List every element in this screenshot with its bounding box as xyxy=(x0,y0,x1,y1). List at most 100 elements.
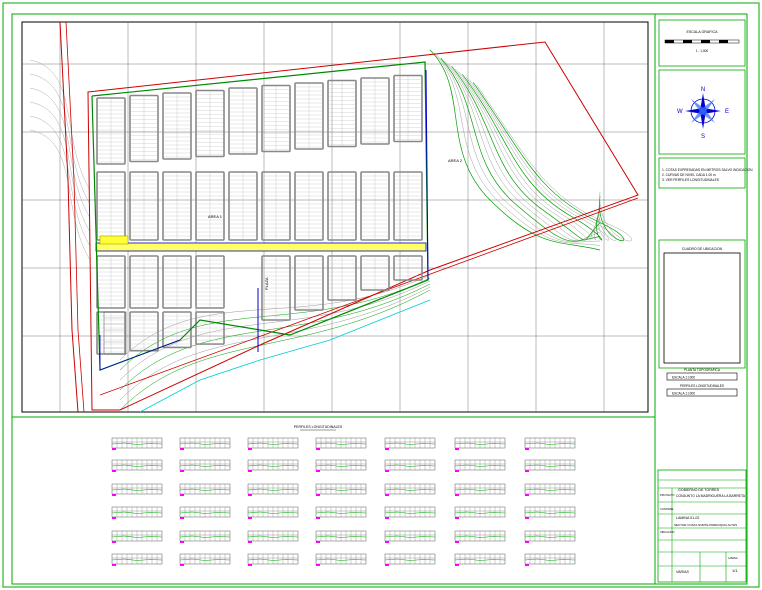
profile-ground-line xyxy=(179,464,231,467)
west-label: W xyxy=(677,109,683,115)
lot-block xyxy=(228,87,258,155)
site-plan-frame xyxy=(21,21,649,413)
profile-ground-line xyxy=(179,535,231,538)
lot-block xyxy=(195,171,225,241)
scale-panel xyxy=(658,19,746,67)
lot-block xyxy=(162,255,192,309)
profile-ground-line xyxy=(454,442,506,445)
contour-line xyxy=(29,87,91,219)
profile-marker xyxy=(112,517,116,519)
lot-block xyxy=(129,94,159,163)
profile-marker xyxy=(112,541,116,543)
profile-marker xyxy=(248,517,252,519)
profile-ground-line xyxy=(111,535,163,538)
lot-block xyxy=(195,255,225,309)
watercourse xyxy=(139,299,431,413)
profile-ground-line xyxy=(524,535,576,538)
profile-ground-line xyxy=(247,535,299,538)
profile-marker xyxy=(248,494,252,496)
profile-marker xyxy=(385,470,389,472)
lot-block xyxy=(393,255,423,281)
note-line: 1. COTAS EXPRESADAS EN METROS SALVO INDI… xyxy=(662,168,753,172)
lot-block xyxy=(162,92,192,160)
lot-block xyxy=(261,171,291,241)
profile-marker xyxy=(455,564,459,566)
profile-ground-line xyxy=(247,464,299,467)
profile-marker xyxy=(385,494,389,496)
lot-block xyxy=(393,171,423,241)
east-road-edge xyxy=(425,69,429,281)
box-two-value: ESCALA 1:1000 xyxy=(672,392,695,396)
location-text: SECTOR COSTA NORTE PARROQUIA ALTOS xyxy=(674,523,737,527)
profile-marker xyxy=(248,470,252,472)
plaza-zone xyxy=(103,311,127,355)
lot-block xyxy=(228,171,258,241)
area-two-label: AREA 2 xyxy=(448,158,463,163)
profile-ground-line xyxy=(247,488,299,491)
box-two xyxy=(666,388,738,397)
coordinate-grid xyxy=(22,22,648,412)
profile-ground-line xyxy=(454,464,506,467)
lot-block xyxy=(129,311,159,352)
profile-marker xyxy=(525,470,529,472)
profiles-title: PERFILES LONGITUDINALES xyxy=(294,425,343,429)
profile-ground-line xyxy=(111,558,163,561)
profile-ground-line xyxy=(179,442,231,445)
box-one-title: PLANTA TOPOGRAFICA xyxy=(684,368,721,372)
lot-block xyxy=(360,77,390,145)
lot-block xyxy=(327,255,357,301)
profile-marker xyxy=(316,470,320,472)
contour-lines xyxy=(29,49,632,411)
contour-line xyxy=(29,59,91,191)
scale-bar-caption: 1 : 1,000 xyxy=(696,49,709,53)
lot-block xyxy=(393,74,423,143)
profile-ground-line xyxy=(315,488,367,491)
profile-marker xyxy=(385,541,389,543)
contour-line xyxy=(119,283,431,391)
profile-marker xyxy=(525,564,529,566)
profile-ground-line xyxy=(111,511,163,514)
profile-ground-line xyxy=(384,535,436,538)
key-map-frame xyxy=(663,252,741,364)
profile-marker xyxy=(525,448,529,450)
profile-marker xyxy=(455,494,459,496)
box-two-title: PERFILES LONGITUDINALES xyxy=(680,384,724,388)
property-boundary xyxy=(87,41,639,411)
owner-text: GOBIERNO DE TORRES xyxy=(678,488,720,492)
note-line: 3. VER PERFILES LONGITUDINALES xyxy=(662,178,720,182)
boundary-west-road xyxy=(59,21,79,413)
lot-block xyxy=(162,171,192,241)
contour-line xyxy=(458,71,601,241)
highlighted-lot xyxy=(99,235,129,245)
contour-line xyxy=(440,57,601,242)
profile-ground-line xyxy=(111,464,163,467)
profile-marker xyxy=(180,494,184,496)
profile-marker xyxy=(385,564,389,566)
profile-ground-line xyxy=(454,558,506,561)
boundary-south-line xyxy=(99,197,639,396)
profile-marker xyxy=(525,541,529,543)
lot-block xyxy=(129,171,159,241)
lot-block xyxy=(294,82,324,150)
area-one-label: AREA 1 xyxy=(208,214,223,219)
main-road xyxy=(95,242,427,252)
profile-marker xyxy=(525,494,529,496)
profile-ground-line xyxy=(315,442,367,445)
profile-ground-line xyxy=(247,442,299,445)
profile-marker xyxy=(316,564,320,566)
title-block: GOBIERNO DE TORRES PROYECTO CONJUNTO LA … xyxy=(657,469,747,583)
profile-marker xyxy=(180,470,184,472)
profile-ground-line xyxy=(524,464,576,467)
site-plan-viewport: AREA 1 AREA 2 PLAZA xyxy=(21,21,649,413)
lot-block xyxy=(360,171,390,241)
title-column: ESCALA GRAFICA 1 : 1,000 N S E W 1. COTA… xyxy=(657,19,753,583)
contour-line xyxy=(119,286,431,401)
profile-ground-line xyxy=(454,488,506,491)
contour-line xyxy=(476,84,632,242)
profile-marker xyxy=(112,448,116,450)
profile-marker xyxy=(112,564,116,566)
key-map-title: CUADRO DE UBICACION xyxy=(682,247,723,251)
contour-line xyxy=(437,55,601,243)
east-label: E xyxy=(725,109,729,115)
project-text: CONJUNTO LA MADRIGUERA LA BARRETA xyxy=(676,494,746,498)
